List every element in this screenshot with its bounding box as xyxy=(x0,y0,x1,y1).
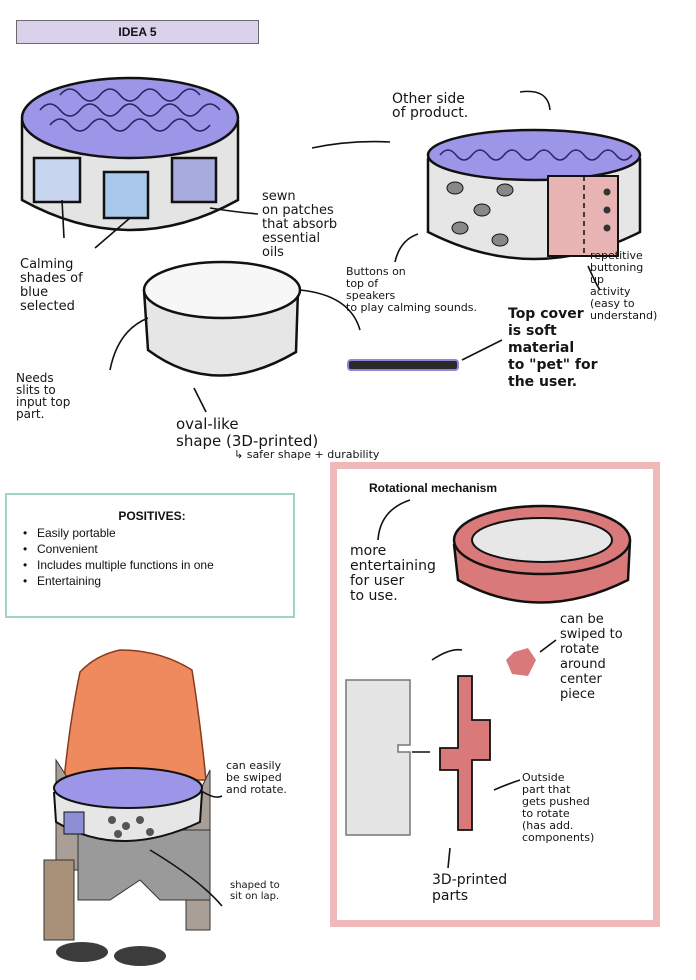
rotational-ring-sketch xyxy=(452,504,632,604)
note-3d-printed-parts: 3D-printed parts xyxy=(432,872,508,904)
note-other-side: Other side of product. xyxy=(392,91,469,121)
note-buttons-speakers: Buttons on top of speakers to play calmi… xyxy=(346,265,478,314)
note-repetitive-buttoning: repetitive buttoning up activity (easy t… xyxy=(590,249,658,322)
note-sewn-patches: sewn on patches that absorb essential oi… xyxy=(262,189,338,260)
note-safer-shape: ↳ safer shape + durability xyxy=(234,448,380,461)
list-item: Includes multiple functions in one xyxy=(23,557,283,573)
device-back-sketch xyxy=(426,128,642,261)
annotation-arrows xyxy=(61,90,601,413)
mechanism-parts-sketch xyxy=(345,648,536,836)
note-oval-shape: oval-like shape (3D-printed) xyxy=(176,415,319,450)
idea-title: IDEA 5 xyxy=(16,20,259,44)
list-item: Convenient xyxy=(23,541,283,557)
note-can-be-swiped: can be swiped to rotate around center pi… xyxy=(560,612,623,702)
device-front-sketch xyxy=(20,76,240,232)
positives-heading: POSITIVES: xyxy=(118,509,186,523)
note-needs-slits: Needs slits to input top part. xyxy=(16,371,71,421)
note-more-entertaining: more entertaining for user to use. xyxy=(350,543,436,604)
oval-shell-sketch xyxy=(142,260,302,377)
note-outside-part: Outside part that gets pushed to rotate … xyxy=(522,771,595,844)
positives-box: POSITIVES: Easily portable Convenient In… xyxy=(5,493,295,618)
person-arrows xyxy=(149,789,223,907)
rotation-arrows xyxy=(377,499,557,869)
note-calming-shades: Calming shades of blue selected xyxy=(20,257,83,314)
person-lap-sketch xyxy=(43,649,211,966)
note-sit-on-lap: shaped to sit on lap. xyxy=(230,880,280,902)
list-item: Entertaining xyxy=(23,573,283,589)
positives-list: Easily portable Convenient Includes mult… xyxy=(21,525,283,589)
rotational-mechanism-title: Rotational mechanism xyxy=(369,481,498,495)
fur-strip-sketch xyxy=(347,359,459,371)
list-item: Easily portable xyxy=(23,525,283,541)
rotational-mechanism-frame xyxy=(330,462,660,927)
note-top-cover: Top cover is soft material to "pet" for … xyxy=(508,306,598,390)
note-swiped-rotate: can easily be swiped and rotate. xyxy=(226,759,287,796)
